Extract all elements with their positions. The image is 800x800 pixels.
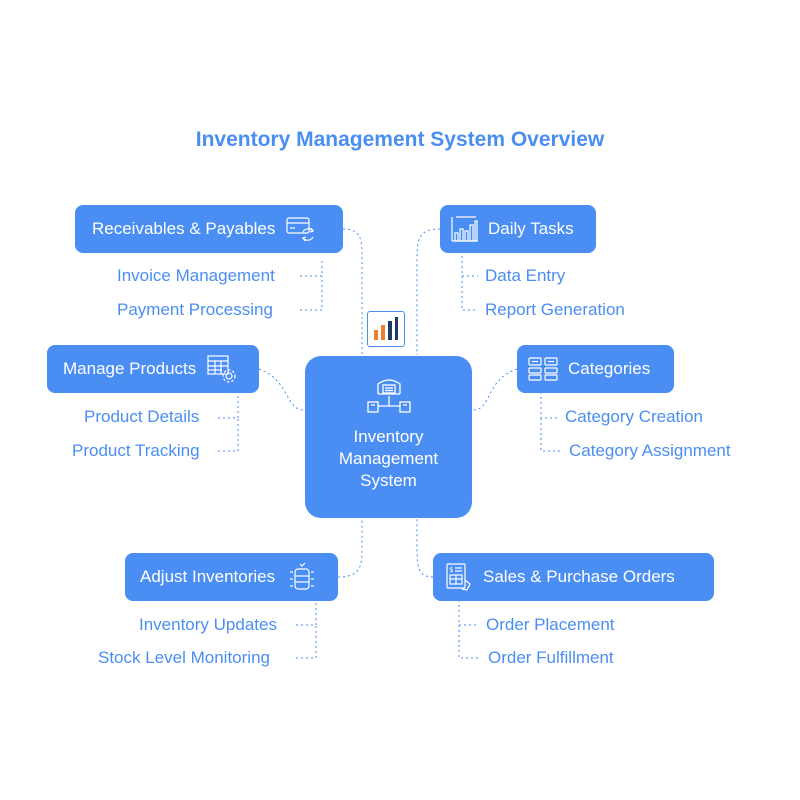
list-item: Inventory Updates: [139, 615, 277, 634]
node-sales-purchase-orders[interactable]: $ Sales & Purchase Orders: [433, 553, 714, 601]
bar-chart-icon: [451, 216, 478, 242]
center-label: Inventory Management System: [338, 427, 439, 490]
node-label: Sales & Purchase Orders: [483, 567, 675, 586]
list-item: Product Details: [84, 407, 200, 426]
list-item: Product Tracking: [72, 441, 200, 460]
node-daily-tasks[interactable]: Daily Tasks: [440, 205, 596, 253]
node-categories[interactable]: Categories: [517, 345, 674, 393]
list-item: Data Entry: [485, 266, 566, 285]
list-item: Category Creation: [565, 407, 703, 426]
category-grid-icon: [528, 357, 558, 381]
list-item: Report Generation: [485, 300, 625, 319]
list-item: Invoice Management: [117, 266, 275, 285]
list-item: Stock Level Monitoring: [98, 648, 270, 667]
list-item: Order Fulfillment: [488, 648, 614, 667]
node-label: Manage Products: [63, 359, 197, 378]
center-node[interactable]: Inventory Management System: [305, 356, 472, 518]
node-label: Daily Tasks: [488, 219, 574, 238]
node-label: Receivables & Payables: [92, 219, 276, 238]
node-label: Categories: [568, 359, 651, 378]
node-manage-products[interactable]: Manage Products: [47, 345, 259, 393]
node-adjust-inventories[interactable]: Adjust Inventories: [125, 553, 338, 601]
warehouse-icon: [366, 379, 411, 413]
receipt-icon: $: [446, 563, 471, 591]
node-receivables-payables[interactable]: Receivables & Payables: [75, 205, 343, 253]
node-label: Adjust Inventories: [140, 567, 276, 586]
list-item: Category Assignment: [569, 441, 731, 460]
payment-card-icon: [286, 217, 315, 242]
bar-chart-icon: [367, 311, 405, 347]
svg-text:$: $: [449, 566, 453, 574]
list-item: Payment Processing: [117, 300, 273, 319]
list-item: Order Placement: [486, 615, 615, 634]
table-settings-icon: [207, 355, 236, 383]
page-title: Inventory Management System Overview: [195, 128, 605, 151]
database-icon: [290, 562, 315, 590]
